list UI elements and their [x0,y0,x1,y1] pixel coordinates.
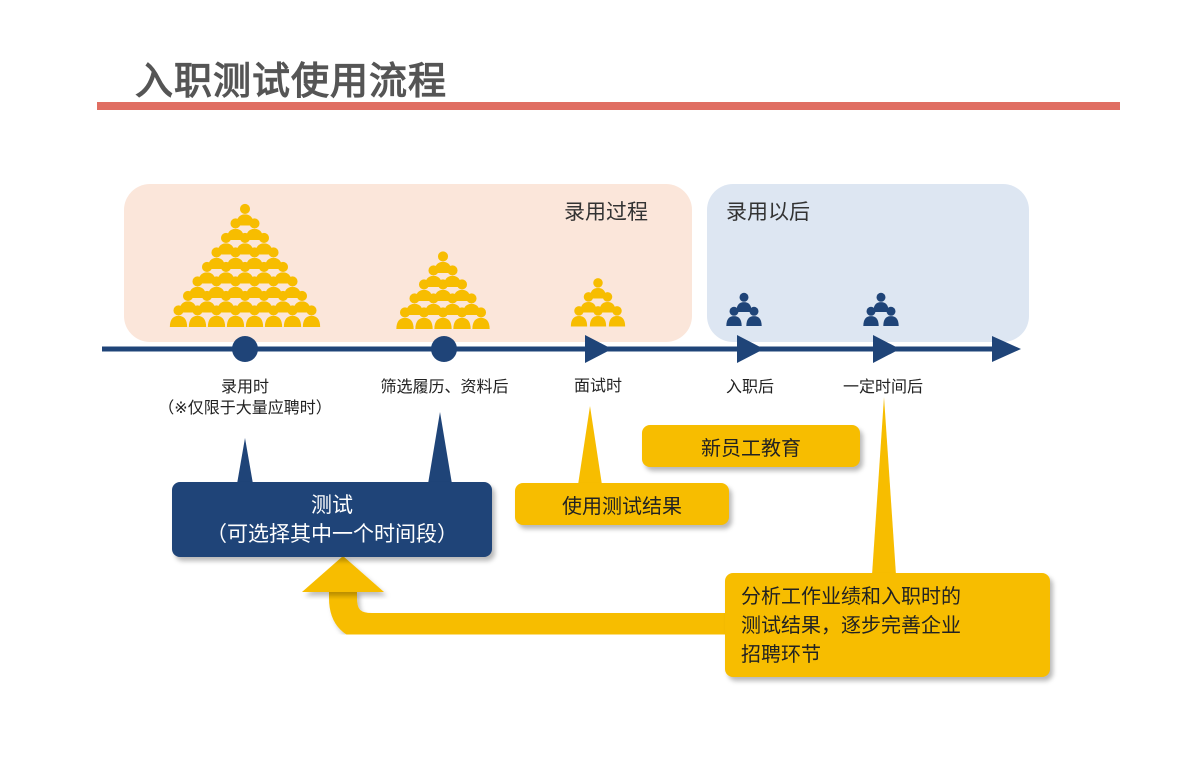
timeline-arrow-later [873,335,900,363]
candidate-person-icon [217,261,235,284]
new-employee-education-box: 新员工教育 [642,425,860,467]
test-pointer-screening [428,412,452,484]
candidate-person-icon [434,251,452,273]
candidate-person-icon [264,247,283,269]
timeline-node-hire [232,336,258,362]
timeline-arrow-onboard [737,335,764,363]
candidate-person-icon [236,203,254,226]
candidate-person-icon [245,276,264,298]
after-hiring-label: 录用以后 [726,200,810,224]
candidate-person-icon [188,276,207,298]
analysis-pointer [872,397,896,575]
candidate-crowds [169,203,899,329]
candidate-person-icon [570,306,588,327]
candidate-person-icon [453,307,471,329]
analysis-line-1: 分析工作业绩和入职时的 [741,583,961,608]
analysis-box: 分析工作业绩和入职时的 测试结果，逐步完善企业 招聘环节 [725,573,1050,677]
test-pointer-hire [237,438,253,484]
candidate-person-icon [443,265,462,287]
candidate-person-icon [396,307,414,329]
candidate-person-icon [179,290,197,313]
employee-person-icon [726,306,742,326]
employee-person-icon [863,306,879,326]
use-results-box: 使用测试结果 [515,483,729,525]
candidate-person-icon [245,247,264,269]
candidate-person-icon [255,290,273,313]
candidate-person-icon [589,278,607,299]
candidate-person-icon [217,290,235,313]
title-underline [97,102,1120,110]
candidate-person-icon [207,247,226,269]
candidate-person-icon [188,305,207,327]
candidate-person-icon [236,290,254,313]
employee-person-icon [873,292,889,312]
hiring-process-label: 录用过程 [564,200,648,224]
stage-label-onboard: 入职后 [725,377,774,396]
candidate-person-icon [302,305,321,327]
candidate-person-icon [434,279,452,301]
stage-label-screening: 筛选履历、资料后 [380,377,509,396]
candidate-person-icon [608,306,626,327]
candidate-person-icon [207,305,226,327]
candidate-person-icon [264,305,283,327]
test-box: 测试 （可选择其中一个时间段） [172,482,492,557]
analysis-line-3: 招聘环节 [741,641,821,666]
stage-label-later: 一定时间后 [842,377,923,396]
test-box-title: 测试 [311,492,353,517]
timeline [102,335,1021,363]
candidate-person-icon [415,279,433,301]
analysis-line-2: 测试结果，逐步完善企业 [741,612,961,637]
employee-person-icon [883,306,899,326]
candidate-person-icon [283,276,302,298]
candidate-person-icon [599,292,616,313]
candidate-person-icon [255,232,273,255]
timeline-arrow-interview [585,335,612,363]
candidate-person-icon [226,305,245,327]
candidate-person-icon [589,306,607,327]
test-box-subtitle: （可选择其中一个时间段） [206,521,458,546]
candidate-person-icon [217,232,235,255]
candidate-person-icon [415,307,433,329]
candidate-person-icon [236,261,254,284]
use-results-pointer [578,406,602,485]
candidate-person-icon [424,265,443,287]
feedback-arrow-head [302,556,384,592]
employee-person-icon [736,292,752,312]
candidate-person-icon [424,293,443,315]
employee-person-icon [746,306,762,326]
stage-label-interview: 面试时 [573,376,622,395]
feedback-arrow-shaft [329,590,726,641]
candidate-person-icon [226,276,245,298]
candidate-person-icon [580,292,597,313]
candidate-person-icon [198,261,216,284]
candidate-person-icon [283,305,302,327]
candidate-person-icon [255,261,273,284]
candidate-person-icon [434,307,452,329]
candidate-person-icon [198,290,216,313]
page-title: 入职测试使用流程 [135,59,448,103]
candidate-person-icon [462,293,481,315]
candidate-person-icon [405,293,424,315]
candidate-person-icon [293,290,311,313]
candidate-person-icon [226,247,245,269]
candidate-person-icon [245,218,264,240]
candidate-person-icon [274,261,292,284]
candidate-person-icon [472,307,490,329]
candidate-person-icon [453,279,471,301]
candidate-person-icon [236,232,254,255]
timeline-end-arrow [992,336,1021,362]
candidate-person-icon [443,293,462,315]
candidate-person-icon [245,305,264,327]
candidate-person-icon [274,290,292,313]
candidate-person-icon [207,276,226,298]
after-hiring-panel: 录用以后 [707,184,1029,342]
candidate-person-icon [264,276,283,298]
timeline-node-screening [431,336,457,362]
candidate-person-icon [226,218,245,240]
candidate-person-icon [169,305,188,327]
stage-label-hire: 录用时 （※仅限于大量应聘时） [158,377,332,417]
